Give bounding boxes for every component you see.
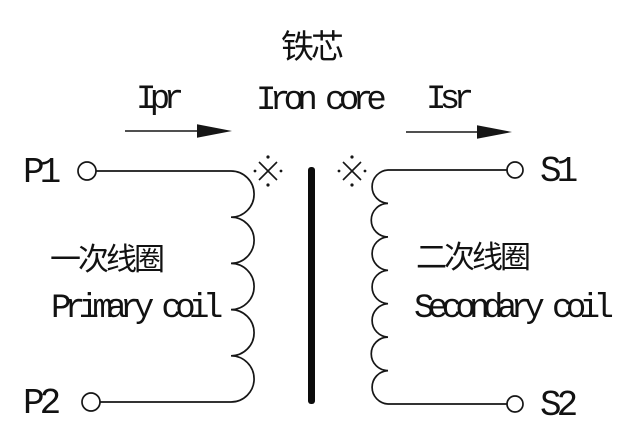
iron-core-bar	[308, 167, 315, 404]
terminal-s1-node	[506, 161, 524, 179]
terminal-s1-label: S1	[540, 151, 578, 192]
core-label-en: Iron core	[256, 82, 387, 120]
terminal-p2-node	[81, 392, 101, 412]
primary-coil-label-cn: 一次线圈	[50, 242, 165, 278]
terminal-p1-label: P1	[23, 152, 61, 193]
core-label-cn: 铁芯	[281, 27, 344, 66]
primary-polarity-mark-icon	[253, 155, 283, 187]
primary-coil	[96, 170, 255, 403]
secondary-current-label: Isr	[426, 81, 474, 119]
primary-current-arrow-icon	[125, 124, 232, 138]
primary-current-label: Ipr	[136, 81, 184, 119]
terminal-s2-node	[506, 395, 524, 413]
secondary-coil	[370, 169, 507, 405]
primary-coil-label-en: Primary coil	[51, 290, 223, 328]
terminal-p1-node	[77, 161, 97, 181]
secondary-current-arrow-icon	[406, 125, 512, 139]
secondary-polarity-mark-icon	[337, 155, 367, 187]
secondary-coil-label-en: Secondary coil	[414, 290, 614, 328]
terminal-p2-label: P2	[23, 383, 61, 424]
terminal-s2-label: S2	[540, 385, 578, 426]
secondary-coil-label-cn: 二次线圈	[416, 240, 531, 276]
